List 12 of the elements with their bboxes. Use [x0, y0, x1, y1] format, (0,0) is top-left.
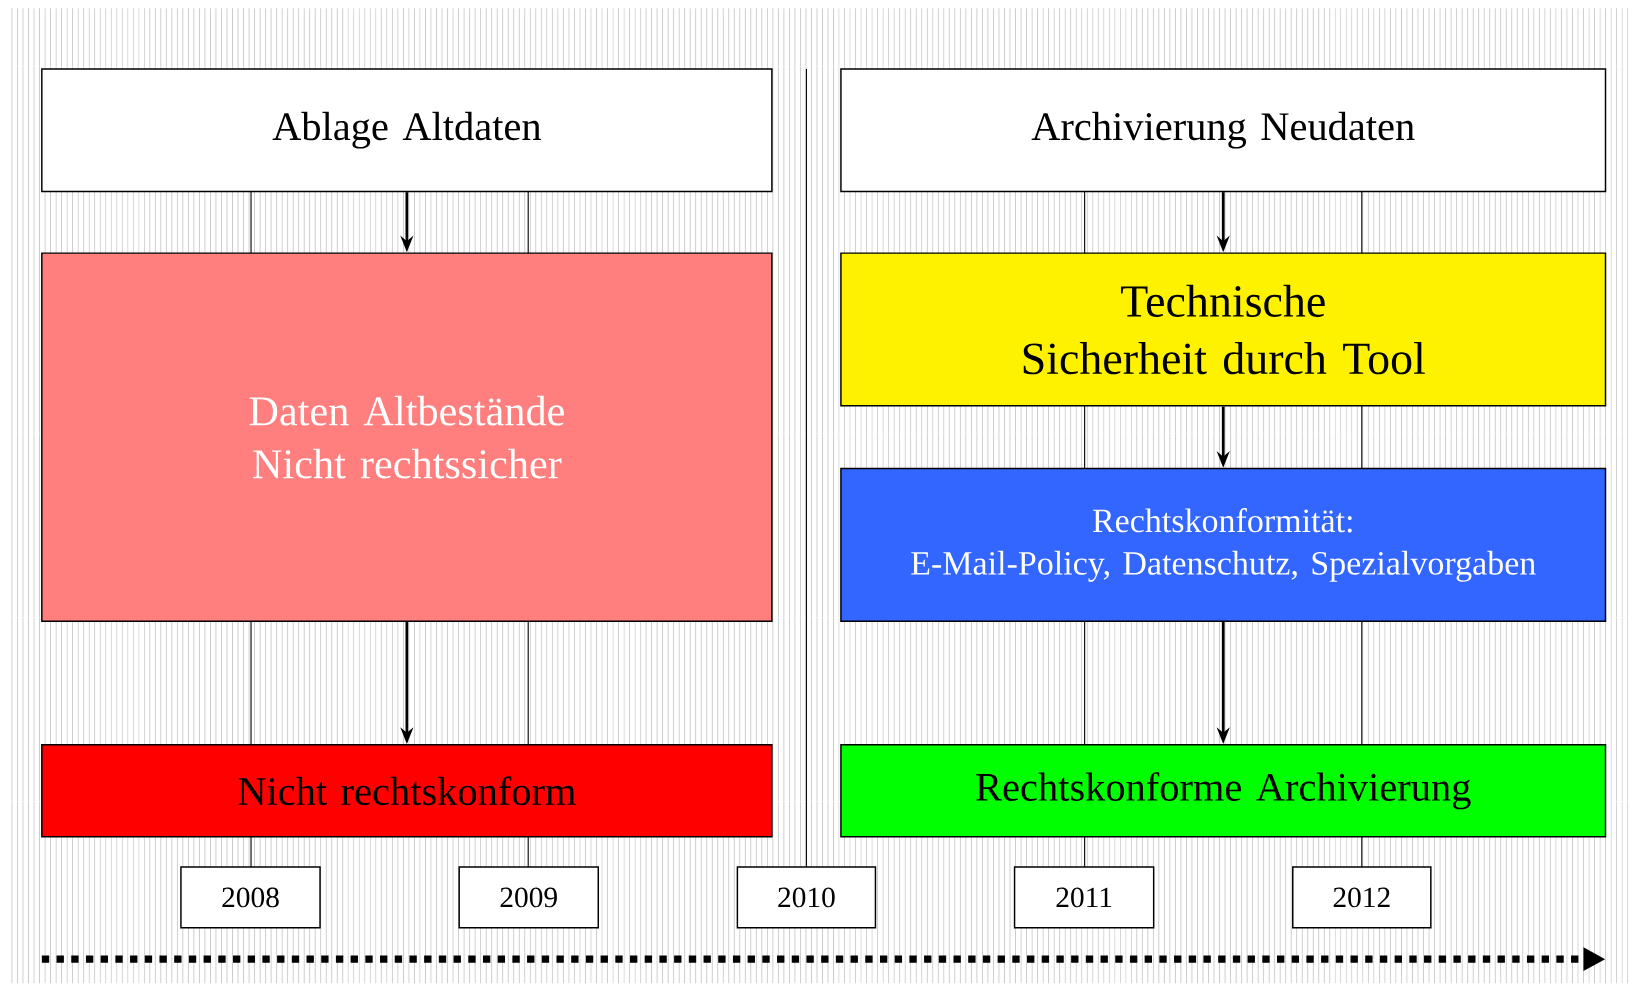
year-box: 2009: [458, 866, 599, 929]
result-box: Nicht rechtskonform: [41, 743, 773, 838]
result-box: Rechtskonforme Archivierung: [840, 743, 1607, 838]
year-box: 2012: [1292, 866, 1432, 929]
heading-box: Archivierung Neudaten: [840, 68, 1607, 193]
heading-box: Ablage Altdaten: [41, 68, 773, 193]
year-box: 2008: [180, 866, 321, 929]
status-box: Technische Sicherheit durch Tool: [840, 252, 1607, 407]
status-box: Daten Altbestände Nicht rechtssicher: [41, 252, 773, 622]
status-box: Rechtskonformität: E-Mail-Policy, Datenschutz, Spezialvorgaben: [840, 467, 1607, 622]
year-box: 2011: [1013, 866, 1155, 929]
year-box: 2010: [736, 866, 877, 929]
